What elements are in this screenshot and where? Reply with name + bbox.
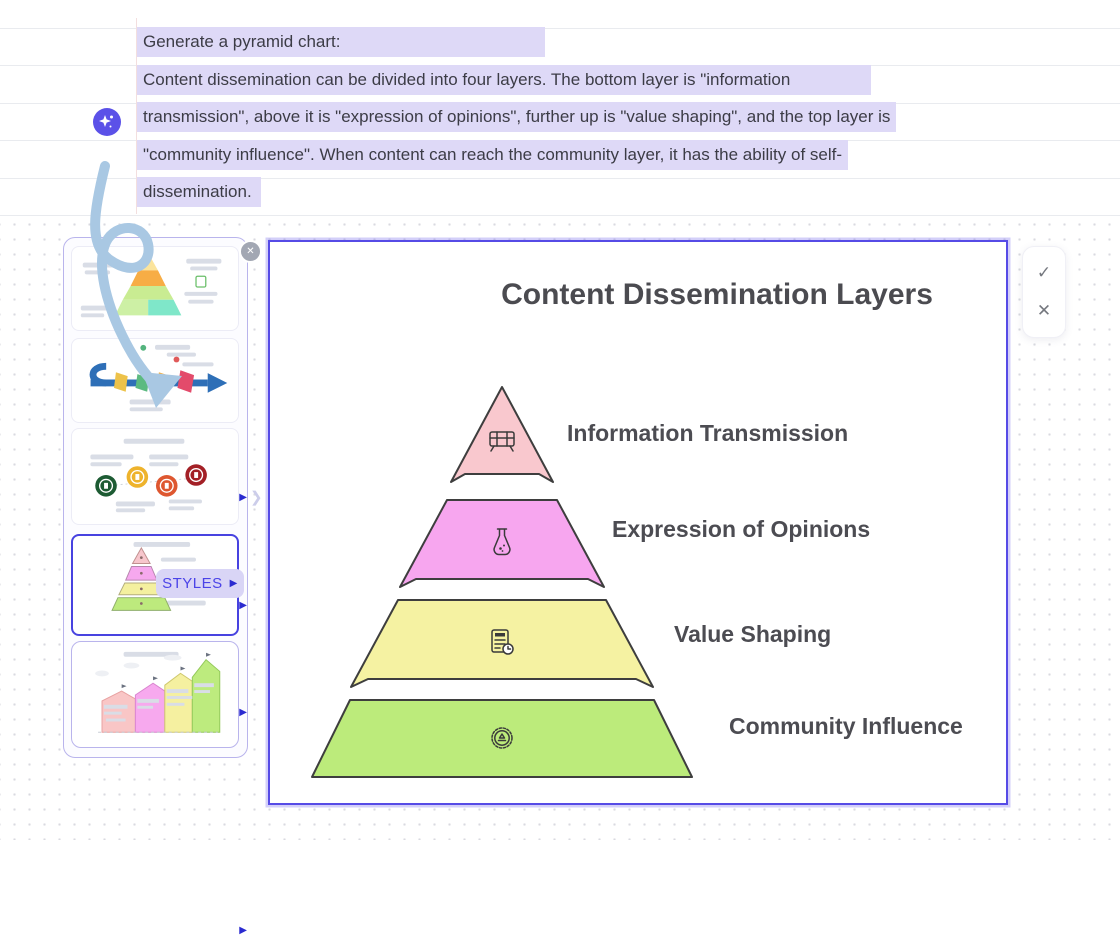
close-icon: ✕ — [246, 246, 255, 257]
style-thumbnail-timeline-arrow[interactable] — [71, 338, 239, 423]
flask-icon — [493, 528, 511, 556]
play-triangle-icon: ▶ — [239, 492, 247, 503]
layer-label: Value Shaping — [674, 621, 832, 647]
pyramid-3d-preview — [80, 252, 222, 318]
layer-label: Expression of Opinions — [612, 516, 871, 542]
prompt-line: Generate a pyramid chart: — [137, 23, 896, 61]
play-triangle-icon: ▶ — [239, 707, 247, 718]
timeline-arrow-preview — [89, 344, 228, 412]
close-panel-button[interactable]: ✕ — [239, 240, 262, 263]
pyramid-chart — [311, 386, 693, 778]
styles-label-pill[interactable]: STYLES ▶ — [156, 569, 244, 598]
close-icon: ✕ — [1036, 301, 1052, 320]
styles-label: STYLES — [162, 575, 223, 592]
prompt-line: Content dissemination can be divided int… — [137, 61, 896, 99]
reject-button[interactable]: ✕ — [1031, 299, 1057, 323]
style-thumbnail-mountain-chart[interactable] — [71, 641, 239, 748]
ai-assistant-avatar — [93, 108, 121, 136]
generated-chart-canvas[interactable]: Content Dissemination Layers — [268, 240, 1008, 805]
style-thumbnail-circle-milestones[interactable] — [71, 428, 239, 525]
presentation-board-icon — [489, 431, 515, 452]
style-thumbnail-pyramid-3d[interactable] — [71, 246, 239, 331]
play-triangle-icon: ▶ — [239, 925, 247, 936]
prompt-line: "community influence". When content can … — [137, 136, 896, 174]
circle-milestones-preview — [90, 438, 207, 513]
prompt-text-block[interactable]: Generate a pyramid chart: Content dissem… — [137, 23, 897, 211]
play-triangle-icon: ▶ — [239, 600, 247, 611]
play-triangle-icon: ▶ — [229, 577, 238, 589]
prompt-line: dissemination. — [137, 173, 896, 211]
mountain-chart-preview — [95, 651, 221, 733]
panel-chevron-icon: ❯ — [250, 489, 263, 506]
text-column-guide — [136, 18, 137, 214]
pyramid-layer-information-transmission[interactable] — [450, 386, 554, 483]
styles-panel: ▶ ▶ ▶ ▶ STYLES ▶ ✕ — [63, 237, 262, 936]
document-clock-icon — [491, 629, 514, 655]
community-seal-icon — [491, 727, 513, 749]
chart-title: Content Dissemination Layers — [501, 278, 933, 311]
layer-label: Community Influence — [729, 713, 963, 739]
check-icon: ✓ — [1036, 263, 1052, 282]
sparkle-icon — [99, 115, 113, 128]
ai-action-card: ✓ ✕ — [1022, 246, 1066, 338]
prompt-line: transmission", above it is "expression o… — [137, 98, 897, 136]
layer-label: Information Transmission — [567, 420, 849, 446]
pyramid-layer-expression-of-opinions[interactable] — [399, 499, 605, 588]
accept-button[interactable]: ✓ — [1031, 261, 1057, 285]
